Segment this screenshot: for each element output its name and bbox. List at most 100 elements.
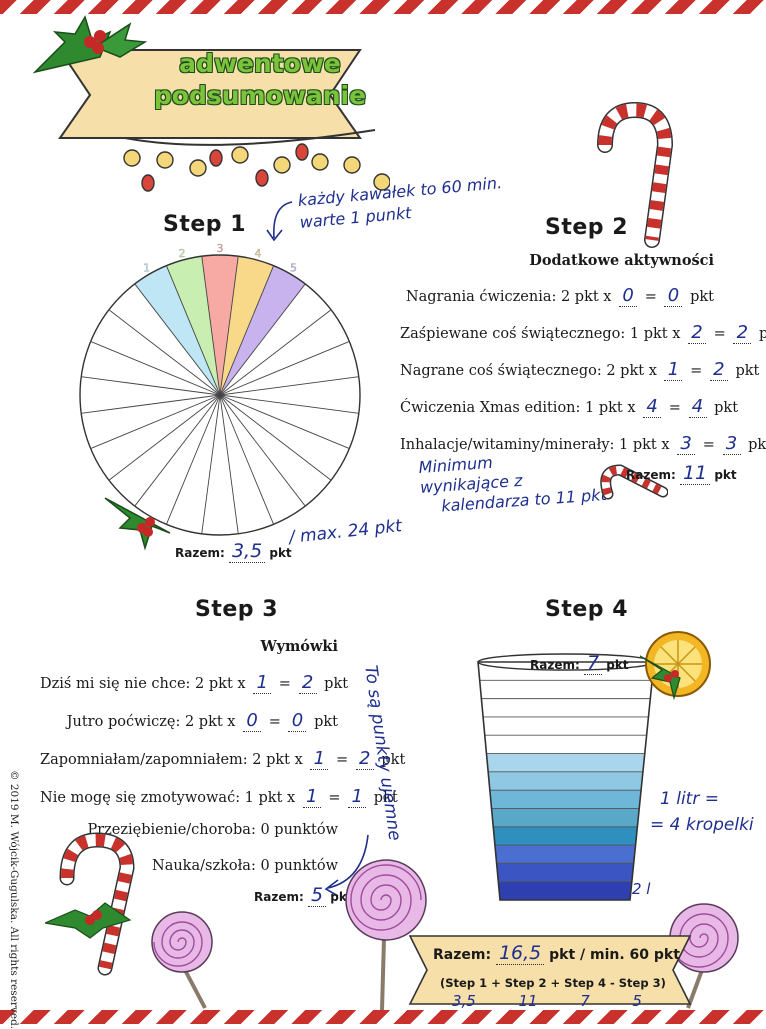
step3-row-equals: = bbox=[336, 752, 349, 768]
wheel-divider bbox=[134, 283, 221, 396]
step3-total: Razem: 5 pkt bbox=[254, 884, 353, 907]
step2-row-count[interactable]: 3 bbox=[677, 433, 696, 455]
step3-row-count[interactable]: 0 bbox=[243, 710, 262, 732]
step3-row-result[interactable]: 1 bbox=[348, 786, 367, 808]
step3-row-count[interactable]: 1 bbox=[310, 748, 329, 770]
step4-total-value[interactable]: 7 bbox=[583, 652, 603, 675]
step3-row-text: Jutro poćwiczę: 2 pkt x bbox=[66, 714, 236, 730]
step3-row-text: Nie mogę się zmotywować: 1 pkt x bbox=[40, 790, 296, 806]
step2-row-equals: = bbox=[713, 326, 726, 342]
step2-row-result[interactable]: 0 bbox=[664, 285, 683, 307]
step2-row-count[interactable]: 4 bbox=[643, 396, 662, 418]
wheel-divider bbox=[134, 394, 221, 507]
wheel-segment-number: 3 bbox=[217, 242, 224, 255]
formula-value-step1: 3,5 bbox=[452, 992, 476, 1010]
step3-row-unit: pkt bbox=[381, 752, 406, 768]
lollipop-icon bbox=[345, 859, 427, 1011]
wheel-divider bbox=[219, 376, 359, 396]
title-banner bbox=[58, 49, 390, 192]
step2-total-unit: pkt bbox=[714, 468, 737, 482]
step3-row-equals: = bbox=[328, 790, 341, 806]
wheel-divider bbox=[219, 309, 332, 396]
step3-total-value[interactable]: 5 bbox=[307, 884, 327, 907]
total-formula-values: 3,5 11 7 5 bbox=[452, 992, 642, 1010]
formula-value-step2: 11 bbox=[518, 992, 538, 1010]
step1-total-value[interactable]: 3,5 bbox=[228, 540, 266, 563]
page-title: adwentowe podsumowanie bbox=[150, 48, 370, 112]
step2-row-result[interactable]: 2 bbox=[733, 322, 752, 344]
grand-total-label: Razem: bbox=[433, 947, 492, 963]
wheel-divider bbox=[219, 256, 239, 396]
candy-stripe-bottom bbox=[0, 1010, 766, 1024]
wheel-divider bbox=[108, 394, 221, 481]
copyright-text: © 2019 M. Wójcik-Gugulska. All rights re… bbox=[8, 770, 20, 1029]
total-formula: (Step 1 + Step 2 + Step 4 - Step 3) bbox=[440, 976, 666, 990]
step4-total: Razem: 7 pkt bbox=[530, 652, 629, 675]
glass-water-level bbox=[498, 881, 632, 900]
step3-plain-row: Przeziębienie/choroba: 0 punktów bbox=[87, 822, 338, 838]
step3-row-count[interactable]: 1 bbox=[253, 672, 272, 694]
step2-row-count[interactable]: 0 bbox=[619, 285, 638, 307]
step3-row-count[interactable]: 1 bbox=[302, 786, 321, 808]
wheel-divider bbox=[90, 394, 221, 449]
step2-heading: Dodatkowe aktywności bbox=[529, 252, 714, 269]
glass-water-level bbox=[494, 845, 636, 864]
step4-label: Step 4 bbox=[545, 597, 628, 622]
title-line-2: podsumowanie bbox=[153, 81, 367, 110]
wheel-divider bbox=[219, 283, 306, 396]
step2-label: Step 2 bbox=[545, 215, 628, 240]
step3-heading: Wymówki bbox=[260, 638, 338, 655]
step2-row: Nagrane coś świątecznego: 2 pkt x 1 = 2 … bbox=[400, 359, 759, 381]
step3-row-result[interactable]: 2 bbox=[355, 748, 374, 770]
step2-row-count[interactable]: 1 bbox=[664, 359, 683, 381]
wheel-divider bbox=[166, 394, 221, 525]
step2-row-result[interactable]: 2 bbox=[709, 359, 728, 381]
holly-icon bbox=[32, 15, 148, 74]
formula-value-step4: 7 bbox=[580, 992, 590, 1010]
wheel-divider bbox=[219, 265, 274, 396]
step2-row-text: Inhalacje/witaminy/minerały: 1 pkt x bbox=[400, 437, 670, 453]
step3-plain-row: Nauka/szkoła: 0 punktów bbox=[152, 858, 338, 874]
step2-total-value[interactable]: 11 bbox=[679, 462, 711, 485]
step3-row-result[interactable]: 2 bbox=[298, 672, 317, 694]
wheel-segment-number: 2 bbox=[178, 247, 185, 260]
step2-row-unit: pkt bbox=[690, 289, 714, 305]
copyright-notice: © 2019 M. Wójcik-Gugulska. All rights re… bbox=[2, 770, 22, 1029]
step2-total-label: Razem: bbox=[626, 468, 676, 482]
step2-row-equals: = bbox=[702, 437, 715, 453]
wheel-divider bbox=[219, 341, 350, 396]
step2-row-text: Ćwiczenia Xmas edition: 1 pkt x bbox=[400, 400, 636, 416]
wheel-divider bbox=[219, 394, 350, 449]
step4-total-unit: pkt bbox=[606, 658, 629, 672]
candy-stripe-top bbox=[0, 0, 766, 14]
wheel-outline bbox=[79, 254, 361, 536]
wheel-divider bbox=[90, 341, 221, 396]
water-glass bbox=[477, 653, 655, 901]
holly-icon bbox=[104, 497, 171, 551]
wheel-divider bbox=[108, 309, 221, 396]
wheel-divider bbox=[219, 394, 239, 534]
step2-row-unit: pkt bbox=[735, 363, 760, 379]
step2-note: Minimum wynikające z kalendarza to 11 pk… bbox=[418, 445, 607, 518]
step4-note-line-2: = 4 kropelki bbox=[650, 815, 754, 835]
step2-row: Nagrania ćwiczenia: 2 pkt x 0 = 0 pkt bbox=[400, 285, 714, 307]
step2-row: Inhalacje/witaminy/minerały: 1 pkt x 3 =… bbox=[400, 433, 766, 455]
arrow-icon bbox=[266, 201, 293, 242]
wheel-divider bbox=[201, 394, 221, 534]
step2-row-unit: pkt bbox=[714, 400, 739, 416]
wheel-segment-filled bbox=[220, 265, 306, 395]
wheel-segment-filled bbox=[220, 256, 274, 395]
step2-row-result[interactable]: 4 bbox=[688, 396, 707, 418]
glass-water-level bbox=[491, 808, 640, 827]
step2-row-count[interactable]: 2 bbox=[688, 322, 707, 344]
step2-row: Ćwiczenia Xmas edition: 1 pkt x 4 = 4 pk… bbox=[400, 396, 738, 418]
step2-row-result[interactable]: 3 bbox=[722, 433, 741, 455]
step1-total-label: Razem: bbox=[175, 546, 225, 560]
grand-total-value[interactable]: 16,5 bbox=[495, 942, 545, 965]
step3-row-result[interactable]: 0 bbox=[288, 710, 307, 732]
step1-total: Razem: 3,5 pkt bbox=[175, 540, 292, 563]
step4-total-label: Razem: bbox=[530, 658, 580, 672]
glass-water-level bbox=[486, 753, 645, 772]
wheel-segment-number: 5 bbox=[290, 262, 297, 275]
